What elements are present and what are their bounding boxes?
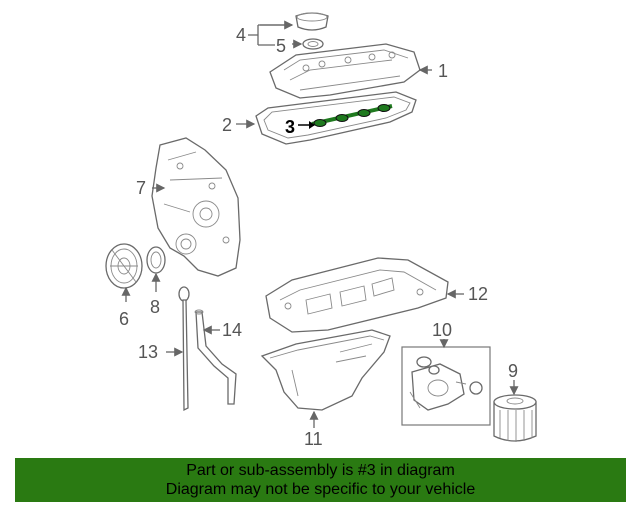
crankshaft-seal-part[interactable] (146, 246, 166, 274)
callout-4[interactable]: 4 (236, 25, 246, 45)
callout-6[interactable]: 6 (119, 309, 129, 329)
callout-1[interactable]: 1 (438, 61, 448, 81)
valve-cover-part[interactable] (269, 43, 421, 99)
callout-9[interactable]: 9 (508, 361, 518, 381)
notice-banner: Part or sub-assembly is #3 in diagram Di… (15, 458, 626, 502)
callout-12[interactable]: 12 (468, 284, 488, 304)
callout-2[interactable]: 2 (222, 115, 232, 135)
spark-plug-tube-gasket-part[interactable] (311, 104, 393, 127)
banner-line-2: Diagram may not be specific to your vehi… (165, 481, 476, 498)
banner-line-1: Part or sub-assembly is #3 in diagram (186, 462, 455, 479)
oil-filter-housing-part[interactable] (401, 346, 491, 426)
callout-13[interactable]: 13 (138, 342, 158, 362)
crankshaft-pulley-part[interactable] (105, 243, 143, 289)
leader-4 (248, 20, 303, 49)
oil-dipstick-part[interactable] (178, 286, 190, 412)
callout-7[interactable]: 7 (136, 178, 146, 198)
callout-11[interactable]: 11 (304, 429, 323, 449)
oil-filter-part[interactable] (493, 394, 537, 442)
callout-5[interactable]: 5 (276, 36, 286, 56)
callout-10[interactable]: 10 (432, 320, 452, 340)
oil-filler-cap-part[interactable] (295, 12, 329, 31)
timing-cover-part[interactable] (151, 137, 241, 277)
parts-diagram: 4 5 1 2 3 (105, 12, 537, 449)
lower-oil-pan-part[interactable] (260, 329, 391, 411)
dipstick-tube-part[interactable] (194, 309, 237, 405)
cap-gasket-part[interactable] (302, 38, 324, 50)
callout-3[interactable]: 3 (285, 117, 295, 137)
callout-14[interactable]: 14 (222, 320, 242, 340)
callout-8[interactable]: 8 (150, 297, 160, 317)
upper-oil-pan-part[interactable] (265, 257, 449, 333)
